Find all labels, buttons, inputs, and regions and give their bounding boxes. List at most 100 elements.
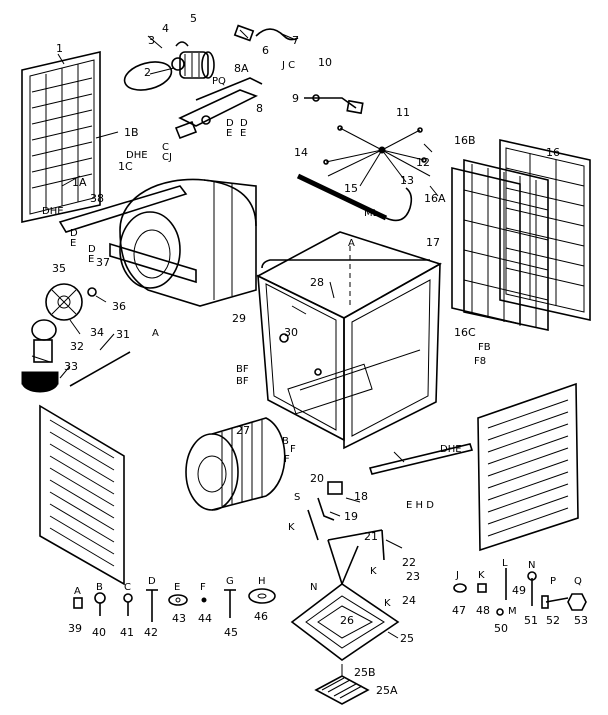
callout-16a: 16A	[424, 192, 446, 205]
code-e-hw: E	[174, 582, 180, 593]
code-de1: D	[226, 118, 234, 129]
blower-bracket	[58, 185, 188, 233]
code-n-hw: N	[528, 560, 535, 571]
callout-49: 49	[512, 584, 526, 597]
callout-36: 36	[112, 300, 126, 313]
callout-8: 8	[256, 102, 263, 115]
code-f1: F	[290, 444, 296, 455]
callout-21: 21	[364, 530, 378, 543]
code-de4: D	[88, 244, 96, 255]
callout-53: 53	[574, 614, 588, 627]
callout-25: 25	[400, 632, 414, 645]
callout-10: 10	[318, 56, 332, 69]
code-a-hw: A	[74, 586, 81, 597]
code-cj: CJ	[162, 152, 172, 163]
right-louver-panel	[477, 382, 579, 552]
left-louver-panel	[39, 404, 125, 586]
water-distributor	[323, 125, 431, 187]
callout-11: 11	[396, 106, 410, 119]
callout-33: 33	[64, 360, 78, 373]
callout-44: 44	[198, 612, 212, 625]
callout-23: 23	[406, 570, 420, 583]
code-de2: D	[240, 118, 248, 129]
callout-38: 38	[90, 192, 104, 205]
code-fb1: FB	[478, 342, 491, 353]
callout-15: 15	[344, 182, 358, 195]
callout-2: 2	[144, 66, 151, 79]
float-assembly	[307, 481, 343, 541]
left-pad-frame	[21, 50, 101, 223]
code-a-cabinet: A	[348, 238, 355, 249]
stand	[290, 529, 400, 705]
callout-12: 12	[416, 156, 430, 169]
code-d-hw: D	[148, 576, 156, 587]
code-q-hw: Q	[574, 576, 582, 587]
callout-8a: 8A	[234, 62, 249, 75]
callout-1c: 1C	[118, 160, 133, 173]
code-g-hw: G	[226, 576, 234, 587]
code-j-hw: J	[455, 570, 459, 581]
pump-tube	[296, 173, 413, 222]
code-h-hw: H	[258, 576, 266, 587]
callout-34: 34	[90, 326, 104, 339]
callout-5: 5	[190, 12, 197, 25]
callout-7: 7	[292, 34, 299, 47]
code-de3: D	[70, 228, 78, 239]
code-bf2: BF	[236, 376, 249, 387]
callout-13: 13	[400, 174, 414, 187]
code-f-hw: F	[200, 582, 206, 593]
callout-42: 42	[144, 626, 158, 639]
code-b: B	[282, 436, 289, 447]
callout-18: 18	[354, 490, 368, 503]
callout-16b: 16B	[454, 134, 476, 147]
code-dhe-left: DHE	[42, 206, 64, 217]
leader-lines	[31, 33, 439, 676]
callout-40: 40	[92, 626, 106, 639]
code-bf1: BF	[236, 364, 249, 375]
callout-27: 27	[236, 424, 250, 437]
callout-50: 50	[494, 622, 508, 635]
callout-20: 20	[310, 472, 324, 485]
code-labels: J C PQ D E D E DHE C CJ DHE D E D E ML A…	[42, 60, 582, 617]
callout-41: 41	[120, 626, 134, 639]
callout-9: 9	[292, 92, 299, 105]
callout-22: 22	[402, 556, 416, 569]
callout-14: 14	[294, 146, 308, 159]
callout-4: 4	[162, 22, 169, 35]
code-jc: J C	[281, 60, 295, 71]
pump-parts	[21, 283, 131, 393]
code-s: S	[294, 492, 300, 503]
base-rail	[368, 443, 474, 475]
hardware-fasteners	[73, 568, 587, 622]
callout-19: 19	[344, 510, 358, 523]
code-fb2: F8	[474, 356, 486, 367]
code-ehd: E H D	[406, 500, 434, 511]
callout-46: 46	[254, 610, 268, 623]
code-de2b: E	[240, 128, 246, 139]
right-pad-frame	[451, 139, 591, 331]
motor-bracket	[174, 77, 263, 140]
code-de1b: E	[226, 128, 232, 139]
callout-45: 45	[224, 626, 238, 639]
callout-3: 3	[148, 34, 155, 47]
code-p-hw: P	[550, 576, 556, 587]
code-ml: ML	[364, 208, 379, 219]
callout-28: 28	[310, 276, 324, 289]
code-a-bottom: A	[152, 328, 159, 339]
callout-16c: 16C	[454, 326, 476, 339]
callout-51: 51	[524, 614, 538, 627]
callout-1b: 1B	[124, 126, 139, 139]
code-b-hw: B	[96, 582, 103, 593]
callout-37: 37	[96, 256, 110, 269]
callout-30: 30	[284, 326, 298, 339]
callout-39: 39	[68, 622, 82, 635]
callout-47: 47	[452, 604, 466, 617]
callout-52: 52	[546, 614, 560, 627]
code-k2: K	[370, 566, 377, 577]
callout-17: 17	[426, 236, 440, 249]
code-k1: K	[288, 522, 295, 533]
code-dhe-top: DHE	[126, 150, 148, 161]
callout-24: 24	[402, 594, 416, 607]
code-m-hw: M	[508, 606, 517, 617]
code-f2: F	[284, 454, 290, 465]
